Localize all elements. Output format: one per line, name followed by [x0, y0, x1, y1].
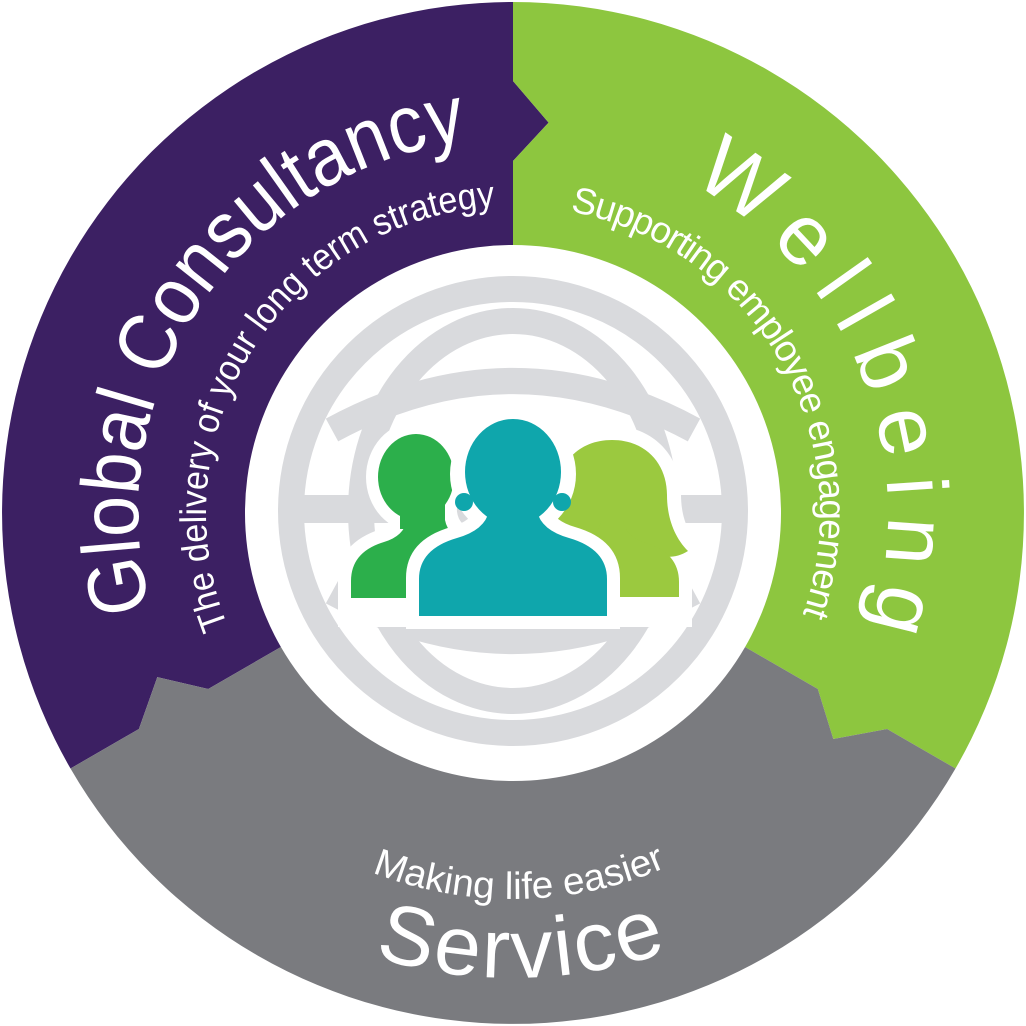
segment-wellbeing [513, 2, 1024, 769]
person-center-icon [406, 410, 620, 629]
person-center-shape [419, 419, 607, 616]
segment-service [70, 647, 956, 1024]
segment-global-consultancy [2, 2, 549, 769]
people-icon [338, 410, 704, 629]
